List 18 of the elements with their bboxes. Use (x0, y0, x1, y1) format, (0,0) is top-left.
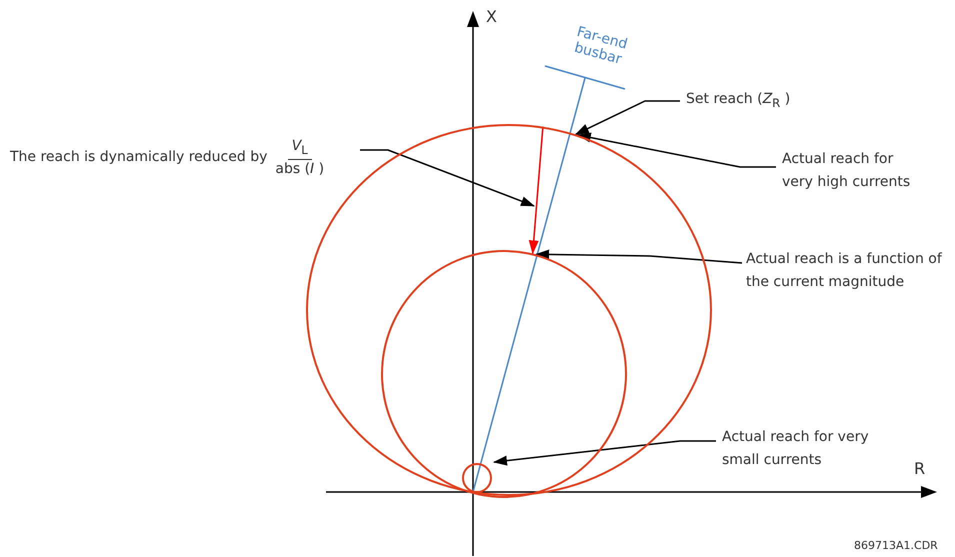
magnitude-note: Actual reach is a function of the current magnitude (746, 248, 946, 294)
drawing-number: 869713A1.CDR (854, 540, 938, 553)
reach-reduction-arrow (528, 126, 544, 254)
leader-line (360, 149, 535, 207)
axis-label: X (486, 8, 497, 26)
fraction: V$_{L}$ abs (I ) (274, 137, 326, 178)
leader-line (574, 100, 680, 135)
leader-line (576, 132, 776, 168)
axis-label: R (914, 460, 926, 478)
set-reach-note: Set reach (Z$_{R}$ ) (686, 88, 846, 115)
outer-reach-circle (306, 124, 712, 496)
leader-line (493, 440, 716, 466)
note-text: The reach is dynamically reduced by (10, 148, 268, 167)
leader-line (535, 250, 742, 264)
small-current-note: Actual reach for very small currents (722, 426, 872, 472)
busbar-label: Far-end busbar (572, 22, 630, 70)
middle-reach-circle (380, 250, 626, 498)
high-current-note: Actual reach for very high currents (782, 148, 922, 194)
